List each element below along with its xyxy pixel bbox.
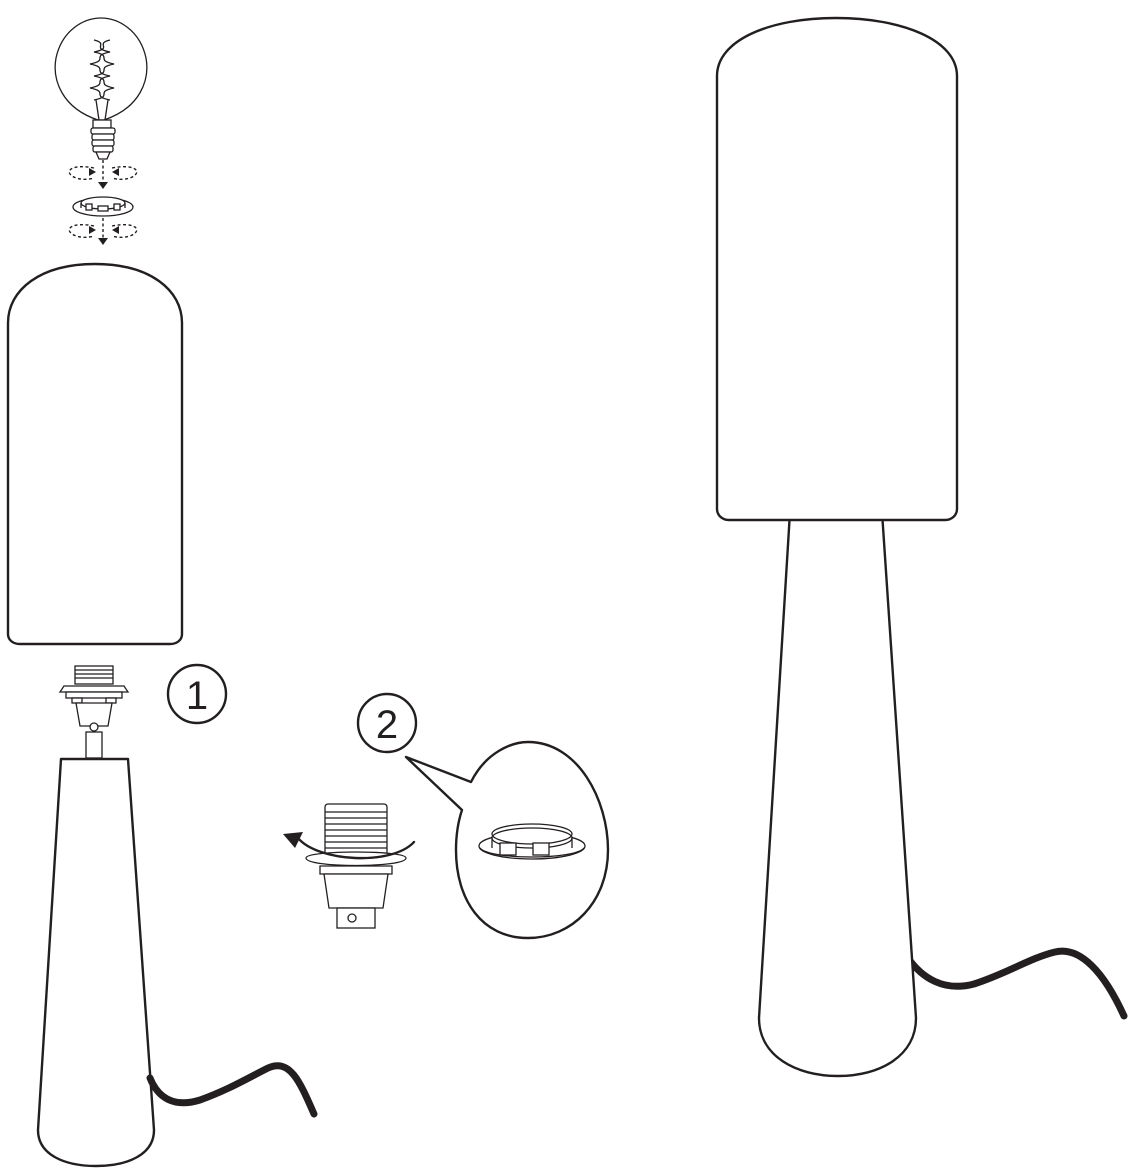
shade-ring-detail — [478, 823, 586, 860]
bulb-icon — [54, 17, 148, 160]
conical-lamp-base — [757, 510, 918, 1078]
step-number-1: 1 — [186, 674, 208, 718]
lamp-holder-icon — [58, 665, 130, 759]
cylinder-shade — [715, 16, 959, 522]
lamp-holder-detail — [283, 803, 416, 929]
step-marker-2: 2 — [356, 692, 418, 754]
step-number-2: 2 — [376, 703, 398, 747]
cylinder-shade — [6, 262, 184, 646]
step-marker-1: 1 — [166, 663, 228, 725]
assembled-lamp-view — [715, 16, 1128, 1078]
magnifier-callout — [404, 740, 610, 940]
shade-ring-icon — [72, 196, 134, 217]
conical-lamp-base — [36, 757, 156, 1168]
power-cable — [146, 1062, 318, 1118]
power-cable — [904, 947, 1128, 1020]
rotate-arrow-icon — [68, 160, 138, 189]
exploded-assembly-view — [6, 17, 318, 1168]
rotate-arrow-icon — [68, 218, 138, 245]
